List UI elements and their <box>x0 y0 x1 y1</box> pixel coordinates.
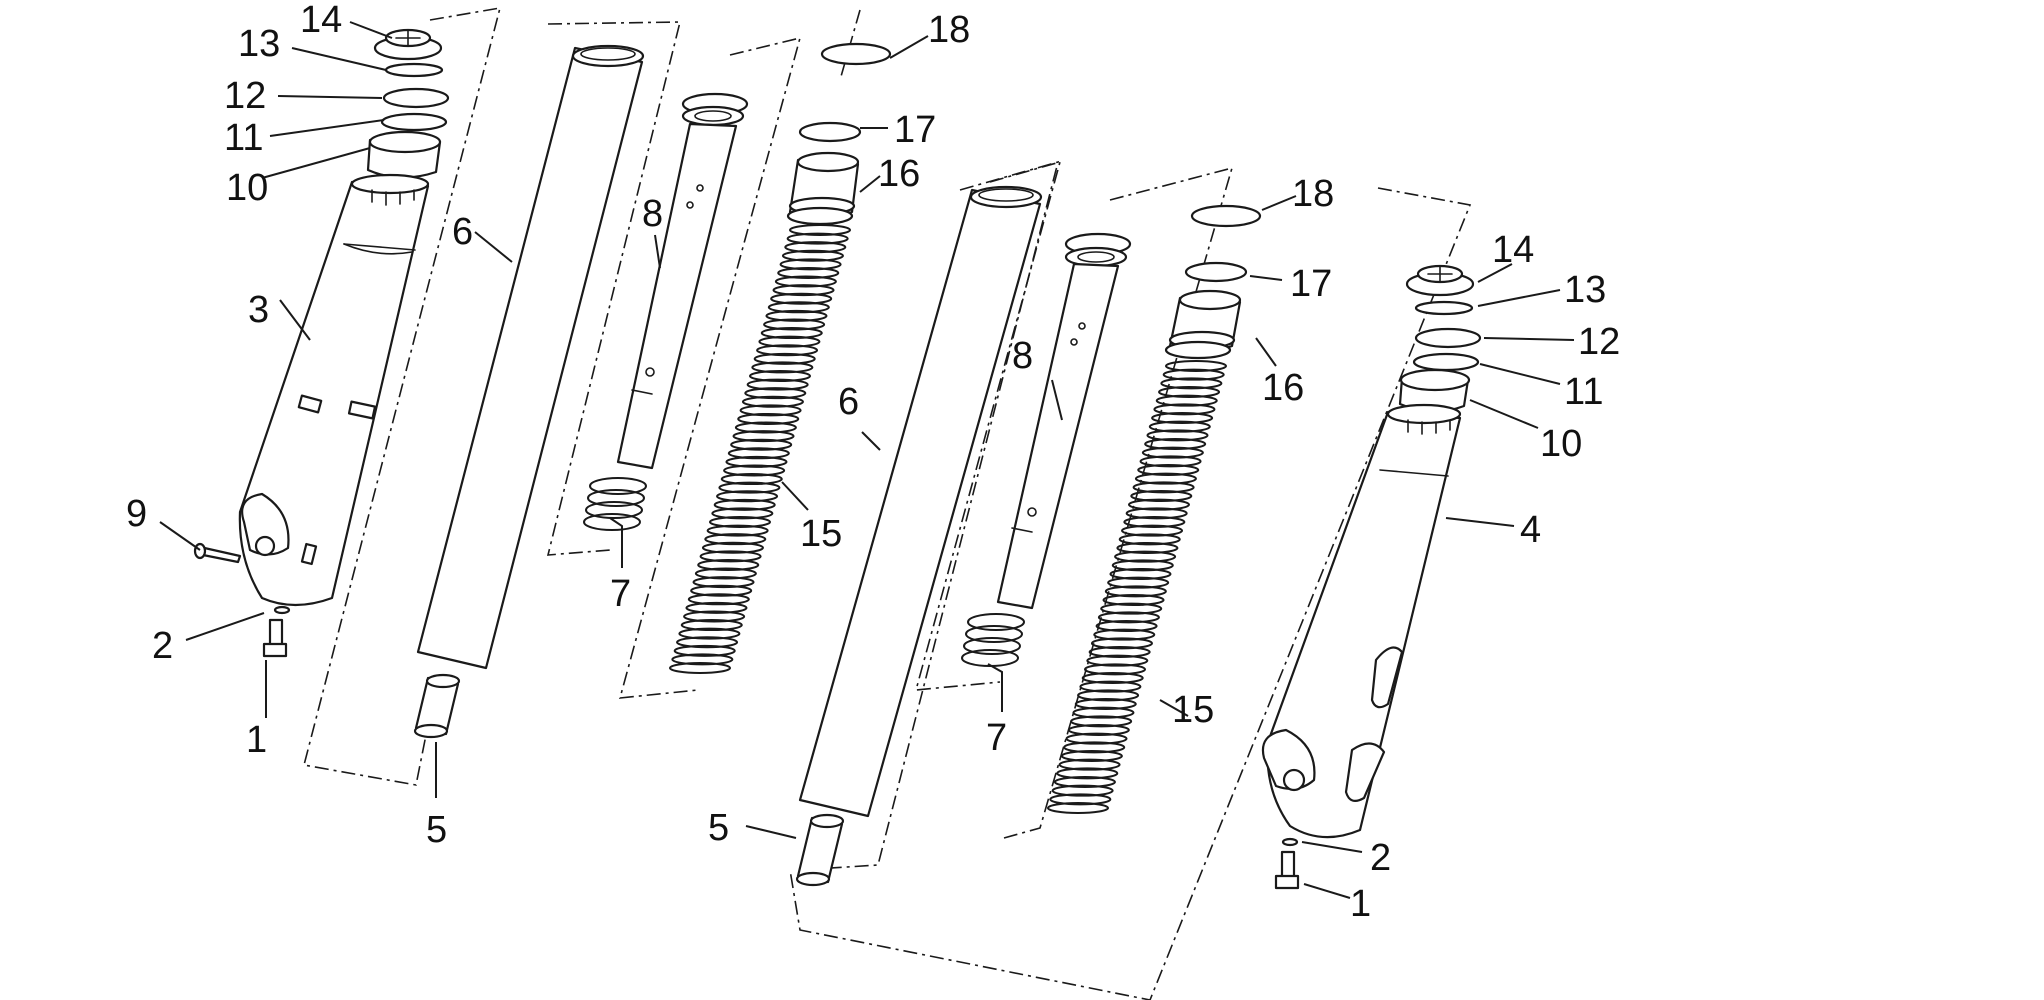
left-leaders <box>159 21 929 798</box>
right-ring-13 <box>1414 300 1474 316</box>
left-ring-11 <box>380 112 448 132</box>
right-main-spring-15 <box>1047 360 1228 814</box>
right-label-6: 6 <box>838 381 859 423</box>
right-bolt-1 <box>1274 850 1300 890</box>
left-ring-12 <box>382 87 450 109</box>
left-label-7: 7 <box>610 573 631 615</box>
right-ring-18 <box>1190 204 1262 228</box>
left-label-18: 18 <box>928 9 970 51</box>
left-label-10: 10 <box>226 167 268 209</box>
left-lower-bushing-5 <box>413 673 461 739</box>
left-small-spring-7 <box>583 477 647 531</box>
left-label-17: 17 <box>894 109 936 151</box>
right-label-14: 14 <box>1492 229 1534 271</box>
left-boundary-damper <box>546 21 682 556</box>
right-label-7: 7 <box>986 717 1007 759</box>
right-small-spring-7 <box>961 613 1025 667</box>
left-label-8: 8 <box>642 193 663 235</box>
left-label-16: 16 <box>878 153 920 195</box>
right-boundary-tube <box>799 160 1060 871</box>
left-main-spring-15 <box>669 224 852 674</box>
left-label-14: 14 <box>300 0 342 41</box>
right-damper-rod-8 <box>996 232 1132 610</box>
right-label-8: 8 <box>1012 335 1033 377</box>
left-label-2: 2 <box>152 625 173 667</box>
left-label-3: 3 <box>248 289 269 331</box>
right-boundary-damper <box>914 160 1062 691</box>
right-washer-2 <box>1281 837 1299 847</box>
left-top-cap-14 <box>373 28 443 61</box>
right-label-15: 15 <box>1172 689 1214 731</box>
left-bushing-10 <box>366 130 442 179</box>
right-top-cap-14 <box>1405 264 1475 297</box>
left-label-12: 12 <box>224 75 266 117</box>
right-fork-assembly: 6 8 7 15 16 17 18 14 13 12 11 10 4 2 1 5 <box>708 160 1620 1000</box>
left-label-11: 11 <box>224 117 263 159</box>
right-outer-leg-4 <box>1261 403 1462 839</box>
left-label-5: 5 <box>426 809 447 851</box>
right-oring-17 <box>1184 261 1248 283</box>
right-label-18: 18 <box>1292 173 1334 215</box>
left-boundary-outer <box>303 7 502 786</box>
right-labels: 6 8 7 15 16 17 18 14 13 12 11 10 4 2 1 5 <box>708 173 1620 925</box>
right-bushing-10 <box>1398 368 1471 413</box>
left-spacer-16 <box>786 151 860 226</box>
right-inner-tube-6 <box>798 185 1043 818</box>
right-label-16: 16 <box>1262 367 1304 409</box>
right-ring-12 <box>1414 327 1482 349</box>
left-labels: 14 13 12 11 10 3 6 8 9 2 1 5 7 15 16 17 … <box>126 0 970 851</box>
right-label-17: 17 <box>1290 263 1332 305</box>
right-spacer-16 <box>1164 289 1242 360</box>
left-label-6: 6 <box>452 211 473 253</box>
left-boundary-spring <box>618 36 802 699</box>
right-label-2: 2 <box>1370 837 1391 879</box>
right-label-1: 1 <box>1350 883 1371 925</box>
left-label-13: 13 <box>238 23 280 65</box>
right-lower-bushing-5 <box>795 813 845 887</box>
right-leaders <box>745 195 1575 899</box>
left-screw-9 <box>193 542 242 564</box>
left-damper-rod-8 <box>616 92 749 470</box>
right-ring-11 <box>1412 352 1480 372</box>
left-fork-assembly: 14 13 12 11 10 3 6 8 9 2 1 5 7 15 16 17 … <box>126 0 970 851</box>
left-bolt-1 <box>262 618 288 658</box>
left-ring-18 <box>820 42 892 66</box>
left-inner-tube-6 <box>416 44 645 670</box>
left-label-15: 15 <box>800 513 842 555</box>
left-ring-13 <box>384 62 444 78</box>
right-label-10: 10 <box>1540 423 1582 465</box>
right-label-13: 13 <box>1564 269 1606 311</box>
right-label-5: 5 <box>708 807 729 849</box>
right-label-11: 11 <box>1564 371 1603 413</box>
right-boundary-outer <box>789 187 1472 1000</box>
right-label-4: 4 <box>1520 509 1541 551</box>
left-outer-leg-3 <box>238 173 430 607</box>
left-washer-2 <box>273 605 291 615</box>
right-label-12: 12 <box>1578 321 1620 363</box>
left-oring-17 <box>798 121 862 143</box>
left-label-9: 9 <box>126 493 147 535</box>
left-label-1: 1 <box>246 719 267 761</box>
